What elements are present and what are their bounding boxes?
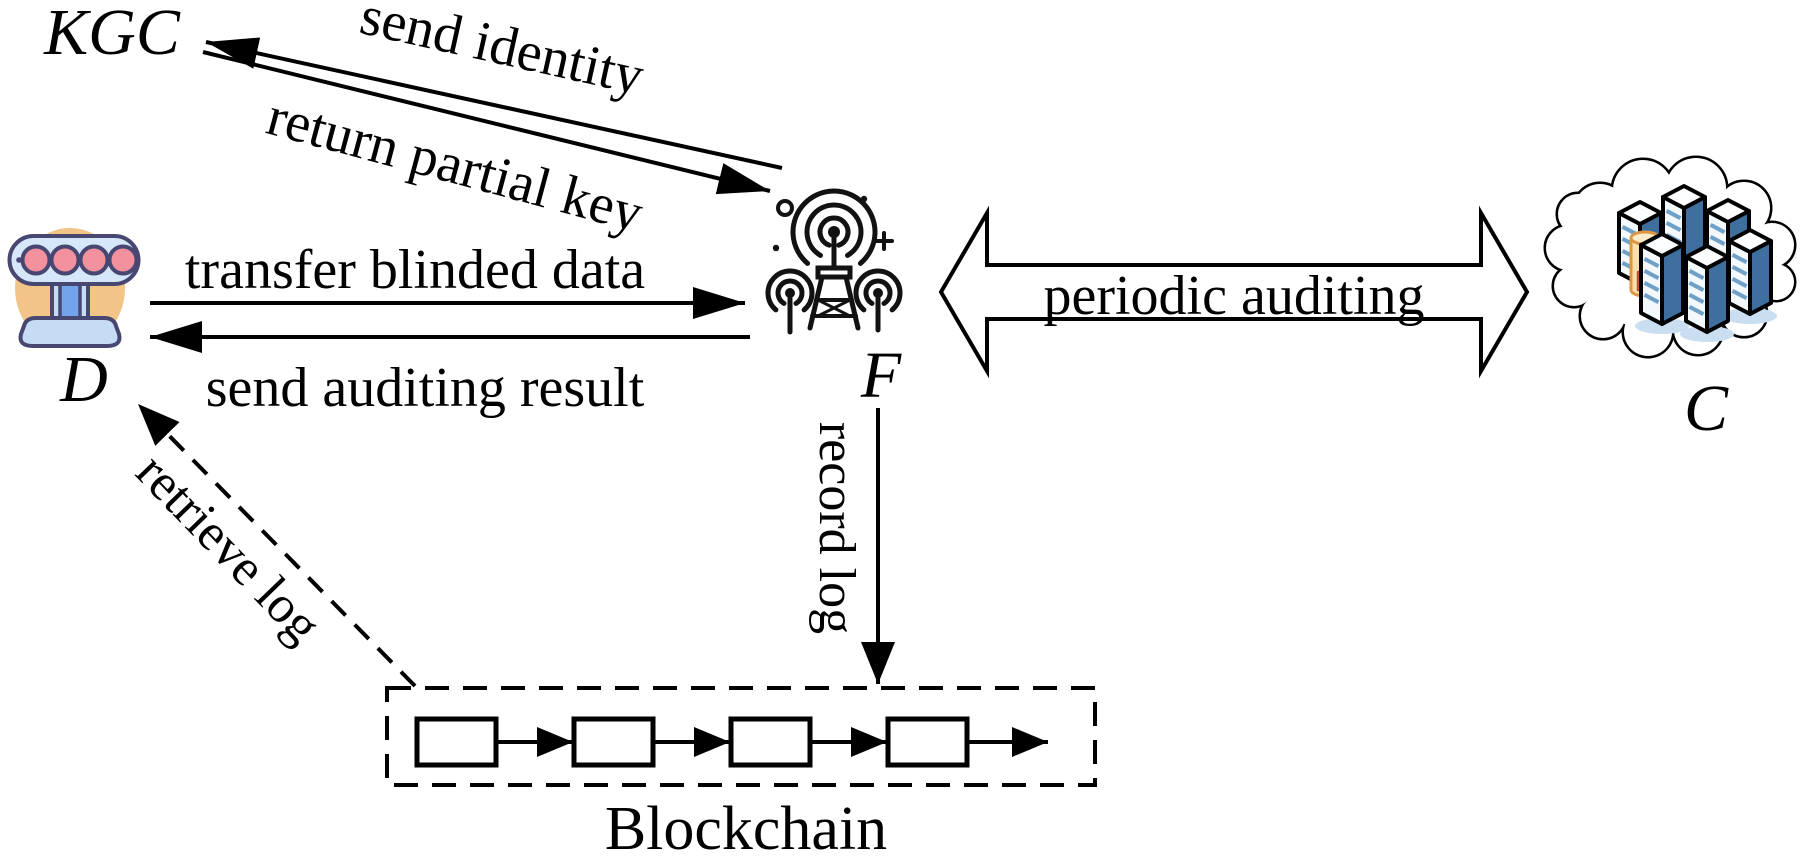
signal-ring-2: [804, 202, 864, 258]
retrieve-log-dashed-arrow: [136, 402, 417, 688]
blockchain-box: [385, 686, 1097, 787]
signal-ring-1: [817, 215, 851, 248]
record-log-label: record log: [808, 421, 865, 635]
blockchain-label: Blockchain: [604, 795, 888, 858]
blockchain-block: [414, 716, 499, 768]
deco-plus: [874, 231, 894, 251]
antenna-dot-left: [785, 288, 795, 298]
periodic-auditing-label: periodic auditing: [1043, 265, 1425, 327]
device-stand-column-inner: [58, 280, 82, 322]
transfer-blinded-data-label: transfer blinded data: [184, 239, 646, 301]
cloud-servers-icon: [1543, 155, 1797, 359]
server-tower: [1727, 228, 1773, 316]
device-lens: [49, 244, 81, 276]
device-lens: [78, 244, 110, 276]
device-base: [18, 316, 122, 348]
signal-ring-3: [790, 188, 878, 266]
tower-braces: [816, 298, 852, 318]
antenna-ring-right-2: [853, 268, 903, 313]
cloud-label: C: [1683, 372, 1729, 445]
antenna-ring-left-1: [775, 278, 805, 306]
blockchain-dashed-border: [385, 686, 1097, 787]
antenna-dot-right: [873, 288, 883, 298]
surveillance-device-icon: [7, 228, 141, 348]
antenna-ring-right-1: [863, 278, 893, 306]
blockchain-block: [571, 716, 656, 768]
antenna-ring-left-2: [765, 268, 815, 313]
deco-dot: [772, 244, 780, 252]
device-lens: [107, 244, 139, 276]
kgc-label: KGC: [44, 0, 180, 69]
server-cluster: [1617, 184, 1777, 342]
return-partial-key-arrow: [202, 50, 771, 195]
device-lens: [20, 244, 52, 276]
periodic-auditing-double-arrow: [938, 205, 1530, 379]
server-tower: [1639, 232, 1685, 326]
tower-legs: [807, 274, 861, 331]
send-identity-arrow: [205, 37, 783, 170]
fog-label: F: [860, 339, 902, 412]
tower-beacon-dot: [828, 226, 840, 238]
deco-circle: [776, 199, 794, 217]
blockchain-block: [728, 716, 813, 768]
send-auditing-result-label: send auditing result: [205, 357, 645, 419]
blockchain-block: [885, 716, 970, 768]
radio-tower-icon: [765, 188, 903, 335]
device-small-dot: [16, 257, 22, 263]
device-label: D: [60, 343, 108, 416]
tower-platform: [815, 265, 853, 280]
server-tower: [1684, 244, 1730, 334]
